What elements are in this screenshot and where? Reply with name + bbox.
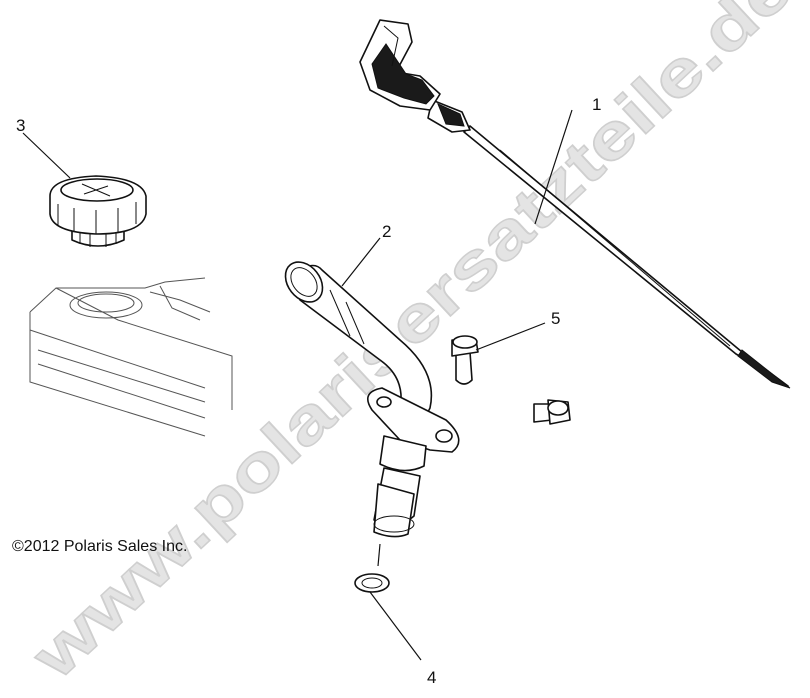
dipstick-tube <box>284 261 460 538</box>
dipstick <box>359 19 791 389</box>
copyright-text: ©2012 Polaris Sales Inc. <box>12 538 188 555</box>
bolt-upper <box>451 335 479 385</box>
engine-valve-cover-outline <box>29 277 233 437</box>
leader-line-4b <box>369 591 422 661</box>
bolt-lower <box>533 399 571 425</box>
leader-line-1 <box>534 109 573 225</box>
o-ring <box>354 573 390 593</box>
callout-5: 5 <box>551 309 560 328</box>
oil-cap <box>49 175 147 247</box>
callout-2: 2 <box>382 222 391 241</box>
callout-3: 3 <box>16 116 25 135</box>
leader-line-5 <box>475 322 546 351</box>
callout-4: 4 <box>427 668 436 687</box>
callout-1: 1 <box>592 95 601 114</box>
leader-line-3 <box>22 132 71 179</box>
leader-line-2 <box>341 237 381 287</box>
leader-line-4a <box>377 543 381 567</box>
